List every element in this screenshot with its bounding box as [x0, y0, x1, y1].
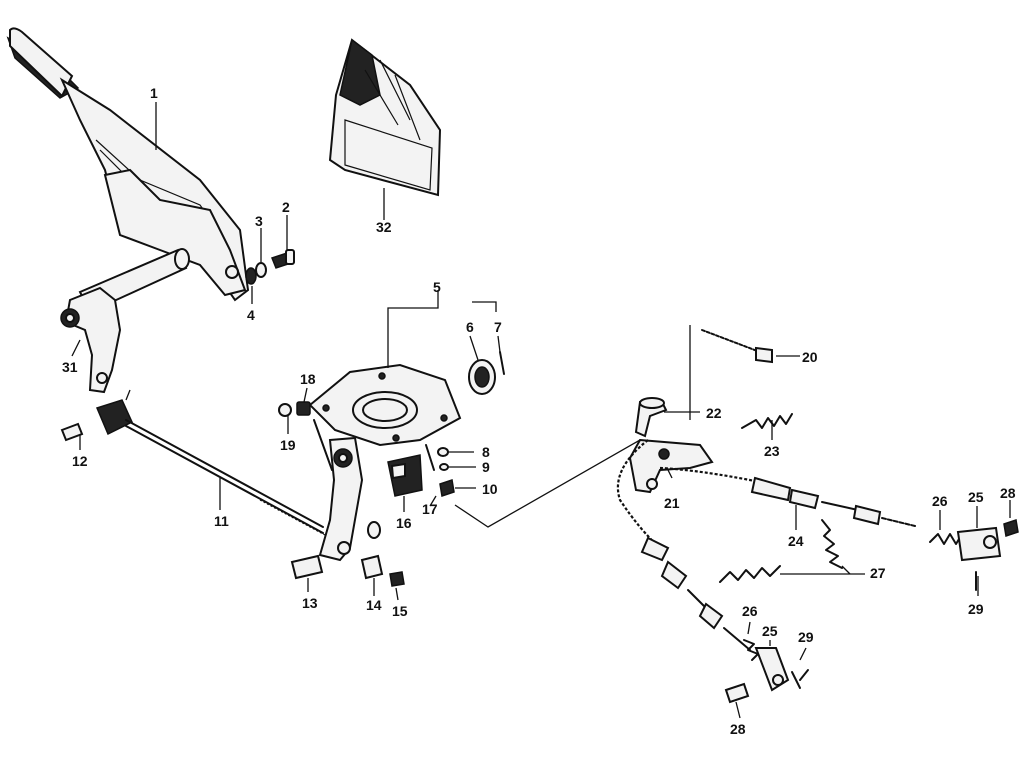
label-part-29-lower: 29	[798, 629, 814, 645]
rod-hardware	[290, 554, 405, 587]
label-part-28-right: 28	[1000, 485, 1016, 501]
part-number-labels: 1 2 3 4 5 6 7 8 9 10 11 12 13 14 15 16 1…	[62, 85, 1016, 737]
clevis-lower	[724, 639, 809, 704]
nut-15	[389, 571, 405, 587]
label-part-4: 4	[247, 307, 255, 323]
adjuster-block	[387, 454, 423, 497]
washer-3	[255, 262, 267, 278]
label-part-13: 13	[302, 595, 318, 611]
label-part-5: 5	[433, 279, 441, 295]
label-part-7: 7	[494, 319, 502, 335]
nut-18-19	[278, 401, 311, 417]
label-part-8: 8	[482, 444, 490, 460]
brake-lever-handle	[6, 27, 250, 302]
shaft-arm	[64, 286, 122, 394]
rod-clevis	[95, 399, 133, 436]
label-part-17: 17	[422, 501, 438, 517]
label-part-23: 23	[764, 443, 780, 459]
label-part-28-lower: 28	[730, 721, 746, 737]
lever-boot	[328, 38, 442, 197]
grommet-and-clip	[468, 351, 505, 395]
label-part-11: 11	[214, 513, 229, 529]
label-part-20: 20	[802, 349, 818, 365]
label-part-12: 12	[72, 453, 88, 469]
lever-pivot-hole	[225, 265, 239, 279]
label-part-31: 31	[62, 359, 78, 375]
label-part-26-lower: 26	[742, 603, 758, 619]
label-part-25-right: 25	[968, 489, 984, 505]
label-part-1: 1	[150, 85, 158, 101]
label-part-29-right: 29	[968, 601, 984, 617]
relay-lever	[313, 419, 381, 562]
label-part-18: 18	[300, 371, 316, 387]
brake-base-plate	[308, 363, 462, 447]
lever-bracket	[103, 168, 247, 297]
label-part-3: 3	[255, 213, 263, 229]
washer-relay	[367, 521, 381, 539]
label-part-27: 27	[870, 565, 886, 581]
label-part-15: 15	[392, 603, 408, 619]
rear-cable-left	[616, 439, 751, 651]
rear-cable-right	[659, 466, 916, 527]
springs-27	[719, 519, 851, 583]
label-part-10: 10	[482, 481, 498, 497]
leader-lines	[71, 102, 1011, 719]
label-part-16: 16	[396, 515, 412, 531]
label-part-19: 19	[280, 437, 296, 453]
label-part-25-lower: 25	[762, 623, 778, 639]
label-part-32: 32	[376, 219, 392, 235]
pivot-bolt-20	[689, 325, 773, 420]
return-spring-23	[741, 413, 793, 429]
lever-bolt-set	[245, 249, 295, 285]
label-part-9: 9	[482, 459, 490, 475]
spacer-14	[360, 554, 384, 580]
assembly-guide-line	[454, 439, 641, 528]
label-part-14: 14	[366, 597, 382, 613]
label-part-21: 21	[664, 495, 680, 511]
bolt-13	[290, 554, 324, 580]
label-part-24: 24	[788, 533, 804, 549]
label-part-2: 2	[282, 199, 290, 215]
clevis-right	[929, 519, 1019, 591]
clevis-pin-12	[60, 422, 84, 442]
pivot-pin-22	[634, 397, 668, 438]
label-part-6: 6	[466, 319, 474, 335]
washer-4	[245, 267, 257, 285]
label-part-26-right: 26	[932, 493, 948, 509]
front-brake-rod	[60, 399, 326, 536]
lever-shaft-arm	[60, 248, 190, 394]
small-hardware	[425, 444, 455, 497]
label-part-22: 22	[706, 405, 722, 421]
equalizer-21	[628, 438, 714, 494]
